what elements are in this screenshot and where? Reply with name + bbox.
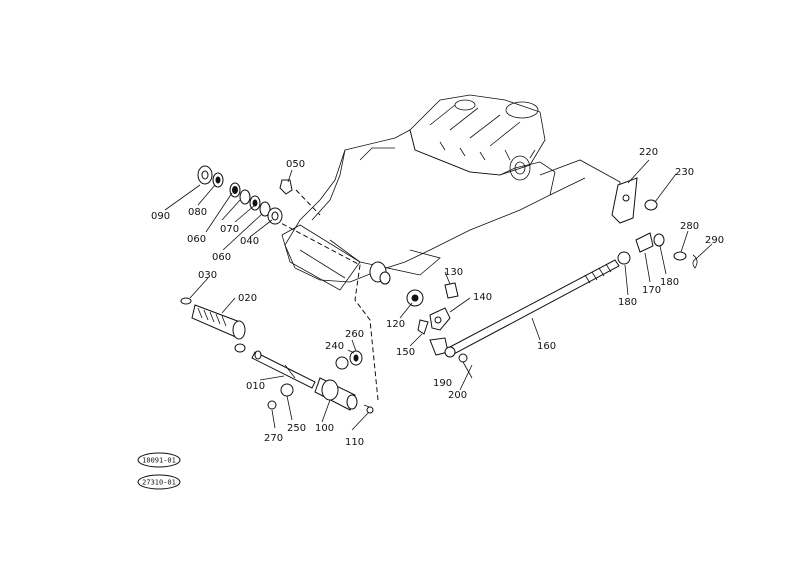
part-label: 080	[188, 207, 207, 218]
part-label: 100	[315, 423, 334, 434]
bracket-220	[611, 177, 698, 269]
part-label: 090	[151, 211, 170, 222]
part-label: 020	[238, 293, 257, 304]
part-label: 190	[433, 378, 452, 389]
part-label: 070	[220, 224, 239, 235]
part-label: 250	[287, 423, 306, 434]
part-label: 200	[448, 390, 467, 401]
governor-washer-stack	[197, 165, 293, 225]
drawing-code-label: 27310-01	[142, 479, 176, 487]
part-label: 060	[187, 234, 206, 245]
lever-shaft-100	[314, 377, 374, 414]
reference-lines	[274, 189, 379, 401]
part-label: 040	[240, 236, 259, 247]
part-label: 230	[675, 167, 694, 178]
part-label: 280	[680, 221, 699, 232]
part-labels: 010 020 030 040 050 060 060 070 080 090 …	[151, 147, 724, 448]
part-label: 180	[660, 277, 679, 288]
part-label: 270	[264, 433, 283, 444]
governor-shaft	[180, 297, 246, 353]
drawing-code-oval	[137, 452, 181, 468]
drawing-code-oval	[137, 474, 181, 490]
part-label: 110	[345, 437, 364, 448]
part-label: 160	[537, 341, 556, 352]
part-label: 030	[198, 270, 217, 281]
drawing-code-label: 10091-01	[142, 457, 176, 465]
part-label: 180	[618, 297, 637, 308]
part-label: 120	[386, 319, 405, 330]
part-label: 050	[286, 159, 305, 170]
part-label: 140	[473, 292, 492, 303]
engine-block-outline	[281, 94, 621, 291]
part-label: 170	[642, 285, 661, 296]
part-label: 240	[325, 341, 344, 352]
part-label: 130	[444, 267, 463, 278]
throttle-rod-160	[444, 259, 620, 363]
part-label: 060	[212, 252, 231, 263]
parts-240-260	[335, 350, 363, 370]
part-label: 010	[246, 381, 265, 392]
part-label: 290	[705, 235, 724, 246]
part-label: 220	[639, 147, 658, 158]
part-label: 150	[396, 347, 415, 358]
linkage-center	[369, 261, 459, 356]
governor-lever-010	[251, 350, 316, 410]
leader-lines	[164, 159, 713, 431]
drawing-codes: 10091-01 27310-01	[137, 452, 181, 490]
part-label: 260	[345, 329, 364, 340]
